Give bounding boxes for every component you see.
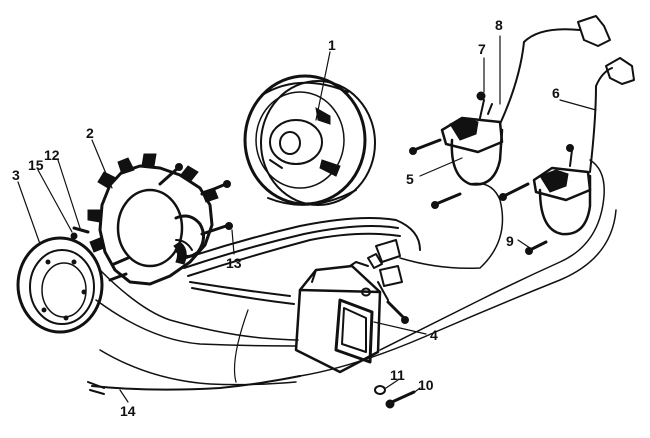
stator-assembly [87,153,219,286]
callout-1: 1 [328,37,336,53]
callout-5: 5 [406,171,414,187]
callout-10: 10 [418,377,434,393]
callout-11: 11 [390,367,405,383]
cdi-box [294,253,383,374]
flywheel [243,74,376,206]
coil-bolts [409,91,548,255]
callout-7: 7 [478,41,486,57]
callout-2: 2 [86,125,94,141]
ring-cover [16,236,104,334]
spark-plug-leads [499,15,635,173]
callout-4: 4 [430,327,438,343]
ignition-coil-5 [440,99,504,186]
bolt-10 [385,390,416,409]
callout-15: 15 [28,157,44,173]
leader-lines [17,35,597,403]
callout-6: 6 [552,85,560,101]
callout-3: 3 [12,167,20,183]
callout-12: 12 [44,147,60,163]
callout-13: 13 [226,255,242,271]
washer-near-box [361,287,371,297]
connector-plugs [375,239,409,324]
wiring-harness [87,159,617,395]
stator-bolts [108,163,233,282]
callout-9: 9 [506,233,514,249]
ignition-coil-6 [532,144,592,236]
washer-11 [374,385,386,395]
callout-14: 14 [120,403,136,419]
callout-8: 8 [495,17,503,33]
screw-12 [70,226,90,240]
